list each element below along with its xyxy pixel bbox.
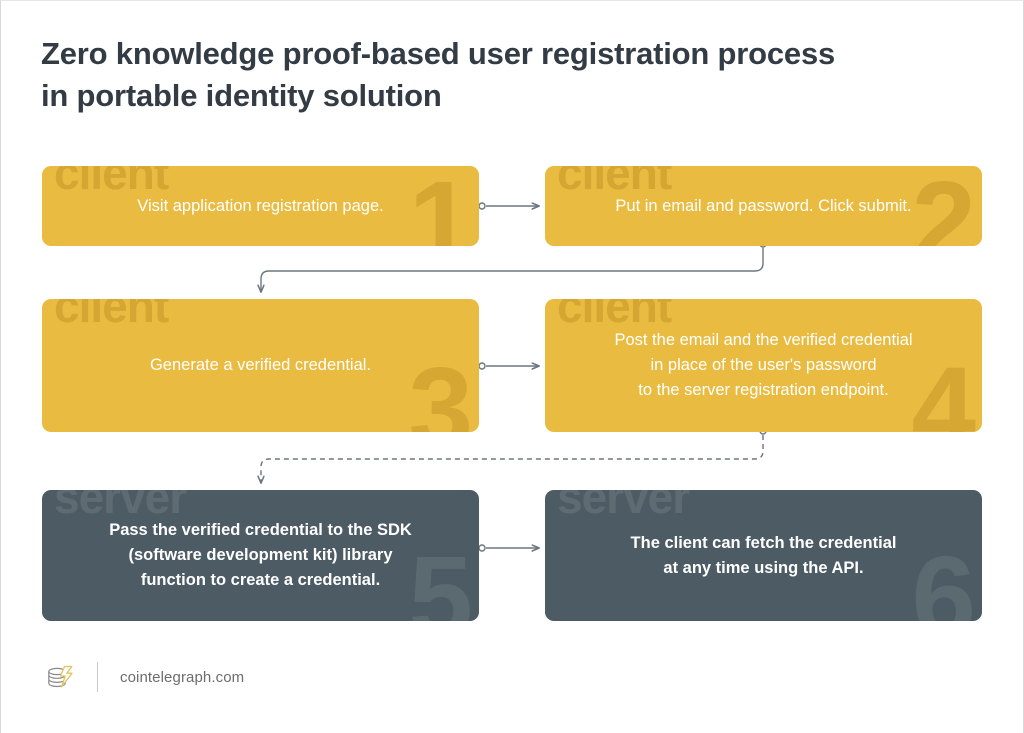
step-box-1[interactable]: client 1 Visit application registration …	[42, 166, 479, 246]
step-text-2: Put in email and password. Click submit.	[545, 194, 982, 219]
step-text-line: (software development kit) library	[128, 546, 393, 564]
page-title: Zero knowledge proof-based user registra…	[41, 33, 971, 117]
step-box-3[interactable]: client 3 Generate a verified credential.	[42, 299, 479, 432]
actor-watermark-client: client	[557, 166, 672, 199]
actor-watermark-server: server	[557, 490, 690, 523]
step-box-2[interactable]: client 2 Put in email and password. Clic…	[545, 166, 982, 246]
step-text-line: Visit application registration page.	[137, 196, 384, 215]
connector-step-1-to-step-2	[478, 202, 539, 209]
step-text-5: Pass the verified credential to the SDK …	[42, 518, 479, 593]
step-text-line: Pass the verified credential to the SDK	[109, 521, 412, 539]
footer: cointelegraph.com	[43, 656, 244, 698]
step-box-5[interactable]: server 5 Pass the verified credential to…	[42, 490, 479, 621]
step-box-6[interactable]: server 6 The client can fetch the creden…	[545, 490, 982, 621]
actor-watermark-client: client	[54, 166, 169, 199]
connector-step-4-to-step-5	[261, 427, 767, 483]
footer-site-label: cointelegraph.com	[120, 668, 245, 686]
footer-divider	[97, 662, 98, 692]
connector-step-3-to-step-4	[478, 362, 539, 369]
actor-watermark-server: server	[54, 490, 187, 523]
step-text-line: Post the email and the verified credenti…	[614, 331, 913, 349]
step-box-4[interactable]: client 4 Post the email and the verified…	[545, 299, 982, 432]
step-text-6: The client can fetch the credential at a…	[545, 531, 982, 581]
step-text-1: Visit application registration page.	[42, 194, 479, 219]
step-text-3: Generate a verified credential.	[42, 353, 479, 378]
connector-step-2-to-step-3	[261, 240, 767, 292]
step-text-line: The client can fetch the credential	[630, 533, 897, 552]
title-line-2: in portable identity solution	[41, 78, 442, 113]
step-text-line: function to create a credential.	[140, 571, 381, 589]
step-text-line: at any time using the API.	[663, 558, 864, 577]
step-text-line: Put in email and password. Click submit.	[615, 196, 912, 215]
actor-watermark-client: client	[557, 299, 672, 332]
step-text-line: to the server registration endpoint.	[638, 381, 889, 399]
step-text-line: in place of the user's password	[650, 356, 877, 374]
step-text-line: Generate a verified credential.	[149, 356, 372, 374]
title-line-1: Zero knowledge proof-based user registra…	[41, 36, 836, 71]
connector-step-5-to-step-6	[478, 544, 539, 551]
cointelegraph-logo-icon	[48, 665, 73, 688]
actor-watermark-client: client	[54, 299, 169, 332]
step-text-4: Post the email and the verified credenti…	[545, 328, 982, 403]
